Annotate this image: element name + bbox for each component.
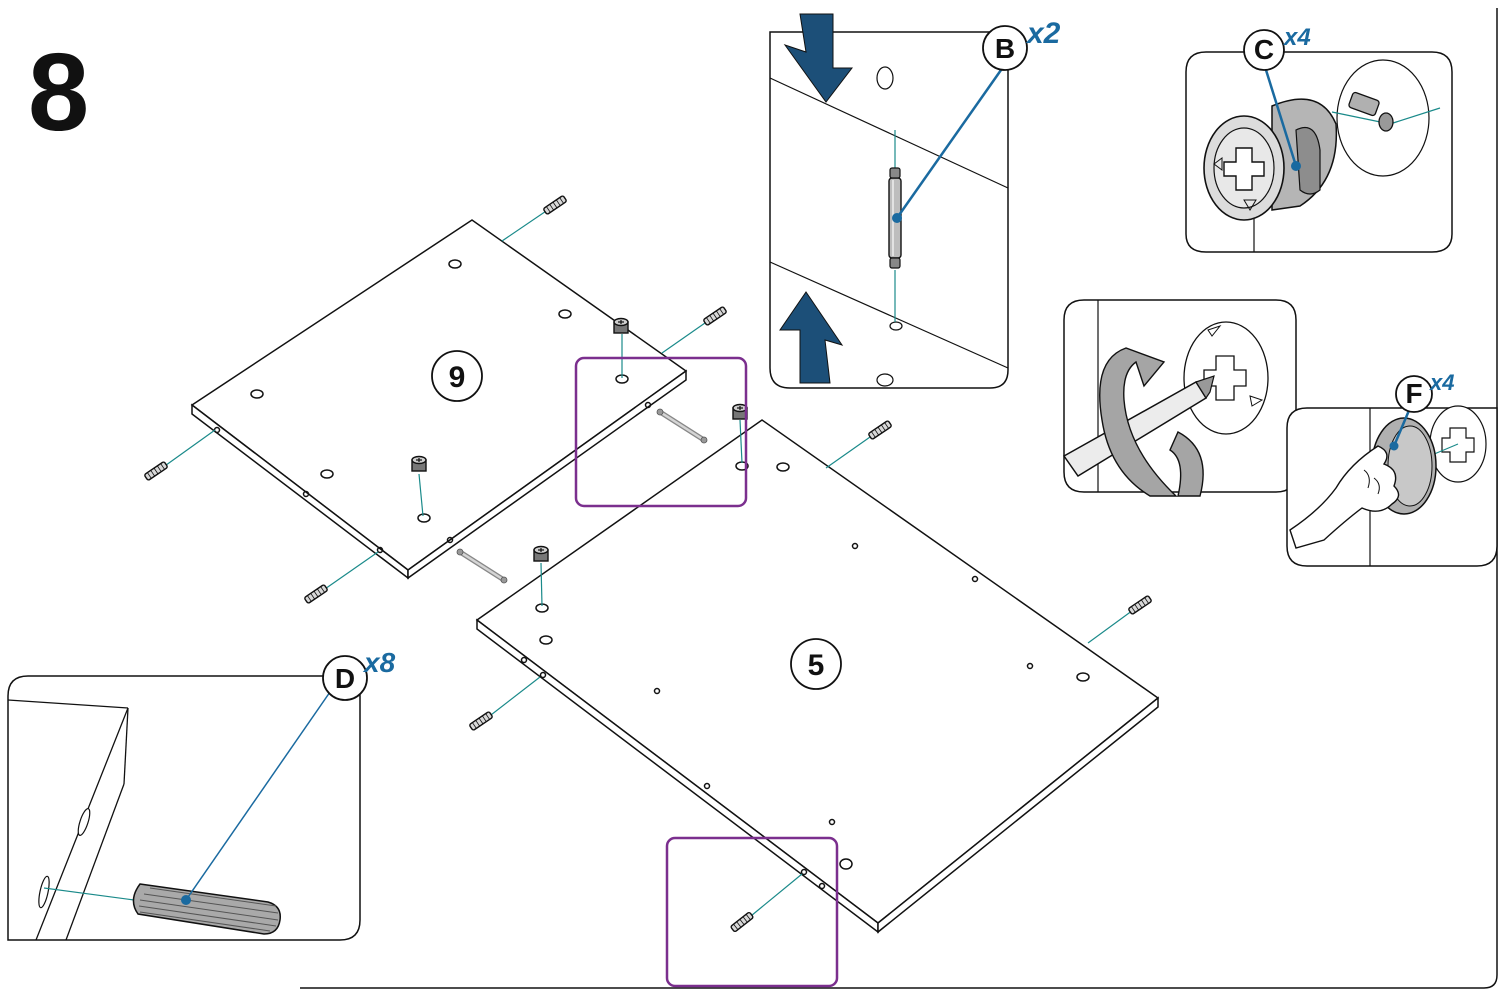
svg-text:B: B — [995, 33, 1015, 64]
svg-text:x4: x4 — [1282, 24, 1311, 51]
svg-text:5: 5 — [808, 649, 825, 682]
svg-text:D: D — [335, 663, 355, 694]
detail-d-panel — [7, 675, 361, 941]
svg-text:F: F — [1405, 378, 1422, 409]
svg-text:C: C — [1254, 34, 1274, 65]
callout-b: B x2 — [982, 17, 1061, 71]
press-up-arrow — [779, 291, 844, 384]
callout-c: C x4 — [1243, 24, 1311, 71]
svg-text:x2: x2 — [1025, 17, 1061, 50]
detail-turn-cam-panel — [1062, 299, 1297, 497]
step-number: 8 — [28, 31, 89, 154]
panel-9-number-badge: 9 — [431, 350, 483, 402]
highlight-box-dowel — [665, 836, 839, 988]
callout-d: D x8 — [322, 647, 396, 701]
highlight-box-joint — [574, 356, 748, 508]
page-frame — [300, 8, 1498, 989]
svg-text:x4: x4 — [1429, 370, 1454, 395]
press-down-arrow — [783, 13, 854, 103]
callout-f: F x4 — [1395, 370, 1454, 413]
panel-9 — [190, 219, 688, 580]
detail-c-panel — [1185, 51, 1453, 253]
svg-text:x8: x8 — [362, 647, 396, 678]
svg-text:9: 9 — [449, 361, 466, 394]
panel-5-number-badge: 5 — [790, 638, 842, 690]
detail-f-panel — [1286, 405, 1498, 567]
